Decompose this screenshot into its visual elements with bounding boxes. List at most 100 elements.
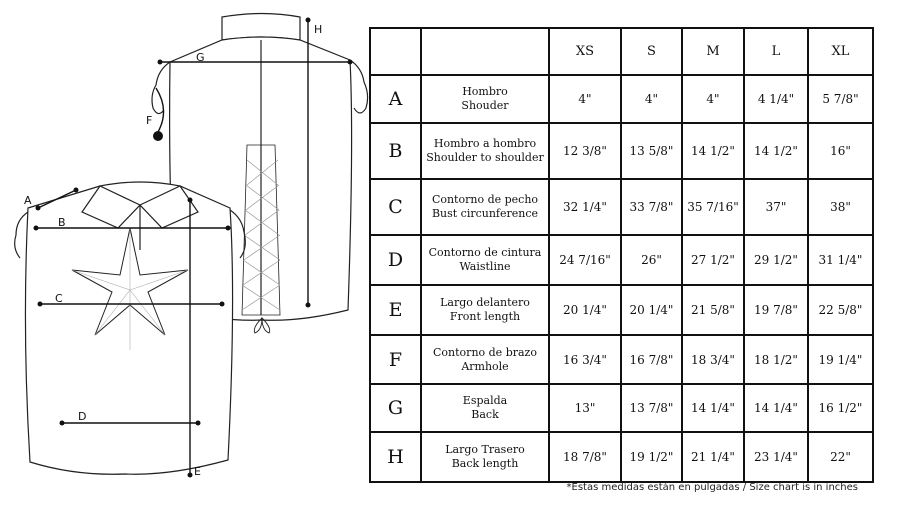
size-value: 19 7/8"	[743, 284, 809, 336]
label-c: C	[55, 292, 63, 305]
size-value: 38"	[807, 178, 874, 236]
measure-name-es: Contorno de brazo	[433, 345, 537, 359]
size-value: 12 3/8"	[548, 122, 622, 180]
header-row: XS S M L XL	[369, 27, 874, 76]
size-value: 13 5/8"	[620, 122, 683, 180]
size-value: 32 1/4"	[548, 178, 622, 236]
measure-letter: D	[369, 234, 422, 286]
label-e: E	[194, 465, 201, 478]
size-value: 24 7/16"	[548, 234, 622, 286]
size-value: 16 1/2"	[807, 383, 874, 433]
measure-name-es: Contorno de pecho	[431, 193, 539, 206]
size-value: 21 1/4"	[681, 431, 745, 483]
size-value: 14 1/2"	[681, 122, 745, 180]
size-value: 14 1/4"	[681, 383, 745, 433]
measure-name-en: Back length	[451, 457, 519, 470]
header-l: L	[743, 27, 809, 76]
label-g: G	[196, 51, 205, 64]
measure-name-es: Espalda	[462, 394, 508, 407]
size-value: 31 1/4"	[807, 234, 874, 286]
front-measurement-lines	[36, 189, 228, 475]
size-value: 4 1/4"	[743, 74, 809, 124]
measure-letter: F	[369, 334, 422, 385]
size-value: 14 1/2"	[743, 122, 809, 180]
measure-name-es: Contorno de cintura	[428, 246, 542, 259]
measure-name-en: Back	[471, 408, 499, 421]
header-s: S	[620, 27, 683, 76]
size-value: 21 5/8"	[681, 284, 745, 336]
front-view-drawing	[14, 181, 246, 475]
measure-name-es: Hombro a hombro	[433, 137, 537, 150]
measure-name-en: Front length	[449, 310, 521, 323]
size-value: 18 7/8"	[548, 431, 622, 483]
measure-name-en: Shoulder to shoulder	[426, 151, 544, 164]
label-d: D	[78, 410, 86, 423]
measure-name-es: Largo Trasero	[445, 443, 525, 456]
measure-letter: B	[369, 122, 422, 180]
size-value: 19 1/4"	[807, 334, 874, 385]
header-xl: XL	[807, 27, 874, 76]
size-value: 5 7/8"	[807, 74, 874, 124]
label-b: B	[58, 216, 66, 229]
measure-name-en: Shouder	[461, 99, 509, 112]
header-m: M	[681, 27, 745, 76]
size-value: 18 1/2"	[743, 334, 809, 385]
label-a: A	[24, 194, 32, 207]
garment-illustration: A B C D E F G H	[14, 12, 369, 478]
header-cell	[420, 27, 550, 76]
header-cell	[369, 27, 422, 76]
size-value: 33 7/8"	[620, 178, 683, 236]
size-value: 20 1/4"	[548, 284, 622, 336]
measure-letter: A	[369, 74, 422, 124]
measure-name-es: Largo delantero	[440, 296, 530, 309]
size-value: 22 5/8"	[807, 284, 874, 336]
size-value: 20 1/4"	[620, 284, 683, 336]
size-value: 14 1/4"	[743, 383, 809, 433]
measure-name-es: Hombro	[462, 85, 508, 98]
size-value: 27 1/2"	[681, 234, 745, 286]
size-value: 16"	[807, 122, 874, 180]
size-value: 13"	[548, 383, 622, 433]
header-xs: XS	[548, 27, 622, 76]
size-value: 16 7/8"	[620, 334, 683, 385]
size-value: 29 1/2"	[743, 234, 809, 286]
measure-letter: C	[369, 178, 422, 236]
measure-letter: G	[369, 383, 422, 433]
measure-letter: H	[369, 431, 422, 483]
size-value: 22"	[807, 431, 874, 483]
size-value: 16 3/4"	[548, 334, 622, 385]
measure-letter: E	[369, 284, 422, 336]
label-h: H	[314, 23, 322, 36]
size-value: 26"	[620, 234, 683, 286]
size-value: 4"	[620, 74, 683, 124]
size-value: 18 3/4"	[681, 334, 745, 385]
size-value: 4"	[548, 74, 622, 124]
size-value: 4"	[681, 74, 745, 124]
measure-name-en: Armhole	[461, 359, 509, 373]
size-value: 37"	[743, 178, 809, 236]
measure-name-en: Bust circunference	[431, 207, 539, 220]
back-measurement-lines	[155, 20, 350, 305]
size-value: 23 1/4"	[743, 431, 809, 483]
size-value: 35 7/16"	[681, 178, 745, 236]
footnote: *Estas medidas están en pulgadas / Size …	[566, 482, 858, 493]
size-value: 13 7/8"	[620, 383, 683, 433]
label-f: F	[146, 114, 152, 127]
